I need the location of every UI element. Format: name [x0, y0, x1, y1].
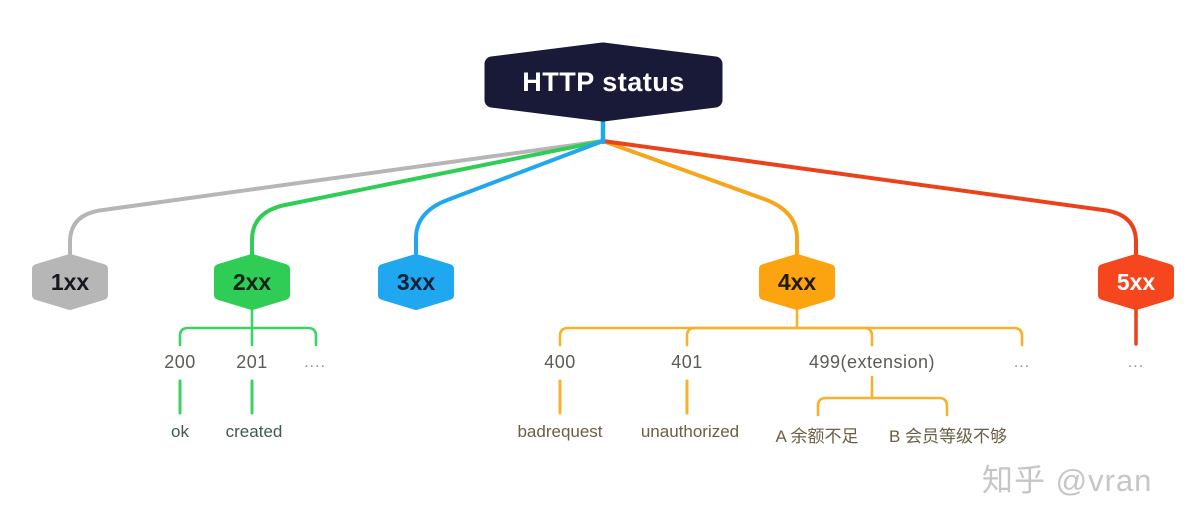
- zhihu-watermark: 知乎 @vran: [982, 463, 1153, 498]
- bracket-2xx-dots: [250, 326, 318, 347]
- code-label-2xx-ellipsis[interactable]: ....: [304, 354, 326, 371]
- hexagon-shape: [1098, 254, 1174, 310]
- code-label-4xx-ellipsis[interactable]: ...: [1013, 354, 1031, 371]
- code-label-499-extension[interactable]: 499(extension): [808, 352, 936, 372]
- desc-label-member-level-insufficient[interactable]: B 会员等级不够: [888, 427, 1008, 446]
- desc-label-ok[interactable]: ok: [171, 422, 189, 441]
- bracket-499-a: [816, 396, 874, 417]
- hexagon-shape: [378, 254, 454, 310]
- bracket-4xx-dots: [795, 326, 1024, 347]
- edge-root-3xx: [414, 139, 605, 260]
- desc-label-badrequest[interactable]: badrequest: [517, 422, 603, 441]
- code-label-5xx-ellipsis[interactable]: ...: [1127, 354, 1145, 371]
- bracket-499-b: [870, 396, 949, 417]
- desc-label-unauthorized[interactable]: unauthorized: [640, 422, 740, 441]
- desc-label-balance-insufficient[interactable]: A 余额不足: [775, 427, 859, 446]
- bracket-4xx-401: [685, 326, 799, 347]
- node-1xx[interactable]: 1xx: [26, 254, 114, 310]
- branch-node-label: 1xx: [50, 268, 90, 295]
- branch-node-label: 2xx: [232, 268, 272, 295]
- edge-root-1xx: [68, 139, 605, 260]
- bracket-2xx-200: [178, 326, 254, 347]
- edge-root-5xx: [601, 139, 1138, 260]
- node-4xx[interactable]: 4xx: [753, 254, 841, 310]
- bracket-4xx-499: [795, 326, 874, 347]
- node-http-status[interactable]: HTTP status: [477, 42, 730, 122]
- edge-root-2xx: [250, 139, 605, 260]
- branch-node-label: 5xx: [1116, 268, 1156, 295]
- node-3xx[interactable]: 3xx: [372, 254, 460, 310]
- desc-label-created[interactable]: created: [225, 422, 283, 441]
- edge-root-4xx: [601, 139, 799, 260]
- code-label-401[interactable]: 401: [671, 352, 703, 372]
- hexagon-shape: [759, 254, 835, 310]
- node-2xx[interactable]: 2xx: [208, 254, 296, 310]
- bracket-4xx-400: [558, 326, 799, 347]
- code-label-200[interactable]: 200: [164, 352, 196, 372]
- hexagon-shape: [484, 42, 723, 122]
- code-label-400[interactable]: 400: [544, 352, 576, 372]
- branch-node-label: 3xx: [396, 268, 436, 295]
- node-5xx[interactable]: 5xx: [1092, 254, 1180, 310]
- code-label-201[interactable]: 201: [236, 352, 268, 372]
- hexagon-shape: [214, 254, 290, 310]
- root-node-label: HTTP status: [522, 66, 685, 97]
- branch-node-label: 4xx: [777, 268, 817, 295]
- hexagon-shape: [32, 254, 108, 310]
